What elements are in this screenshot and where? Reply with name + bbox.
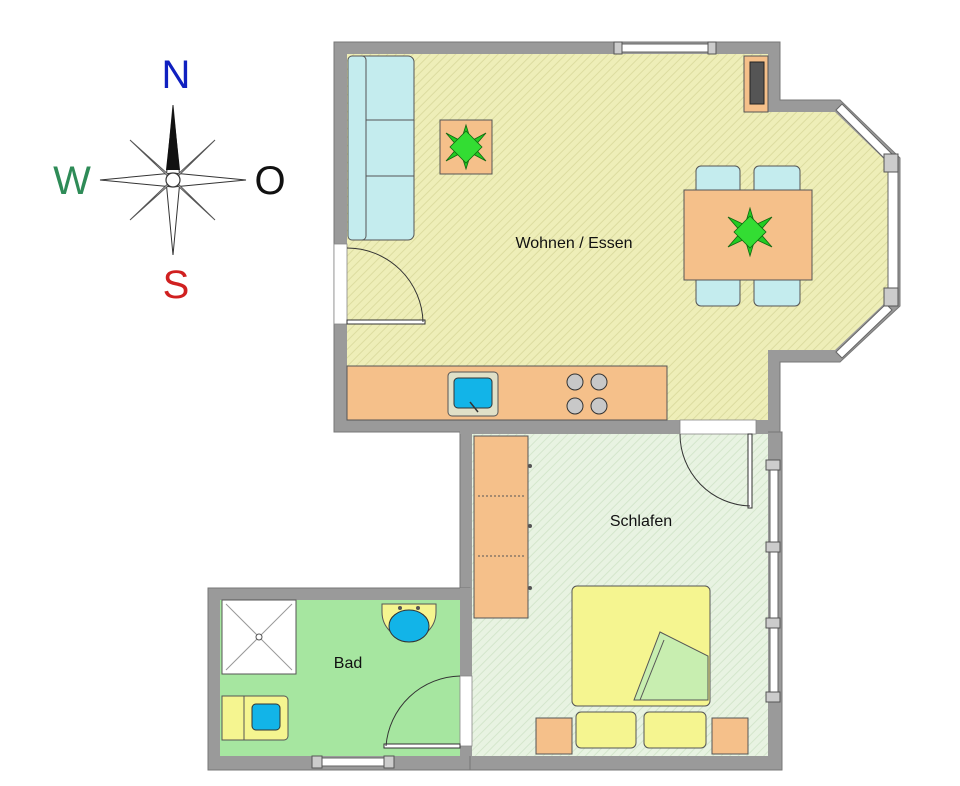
toilet	[221, 695, 289, 741]
kitchen-counter	[346, 365, 668, 421]
bedroom-doorway	[679, 419, 757, 435]
room-label-bedroom: Schlafen	[610, 513, 672, 530]
entrance-opening	[333, 243, 348, 325]
fireplace	[743, 55, 769, 113]
window-east-bedroom	[769, 461, 779, 703]
potted-plant	[439, 119, 493, 175]
doors	[346, 247, 753, 749]
stove-burners	[566, 373, 608, 415]
bathroom-sink	[381, 603, 437, 643]
shower	[221, 599, 297, 675]
wardrobe	[473, 435, 532, 619]
bedroom-door	[679, 433, 753, 509]
window-south-bath	[317, 757, 389, 767]
room-label-living: Wohnen / Essen	[515, 235, 632, 252]
sofa	[347, 55, 415, 241]
kitchen-sink	[447, 371, 499, 417]
room-label-bath: Bad	[334, 655, 362, 672]
compass-west-label: W	[53, 159, 91, 203]
windows	[317, 43, 899, 767]
compass-east-label: O	[254, 159, 285, 203]
bath-door	[383, 675, 461, 749]
window-north	[617, 43, 715, 53]
bath-doorway	[459, 675, 473, 747]
north-needle	[166, 105, 180, 170]
nightstand	[711, 717, 749, 755]
dining-set	[683, 165, 813, 307]
nightstand	[535, 717, 573, 755]
entrance-door	[346, 247, 426, 325]
compass-south-label: S	[163, 263, 190, 307]
window-bay-east	[887, 169, 899, 295]
bed	[535, 585, 749, 755]
compass-rose: N W O S	[53, 53, 285, 307]
compass-north-label: N	[162, 53, 191, 97]
